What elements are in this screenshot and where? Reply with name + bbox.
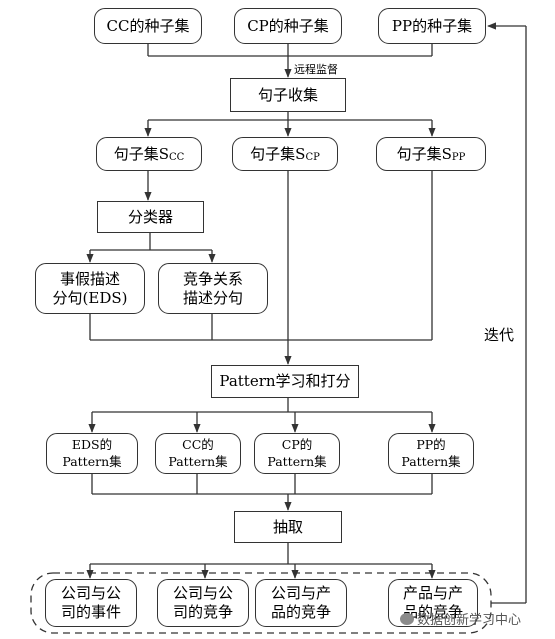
sentence-set-cc-sub: CC — [168, 151, 185, 163]
eds-pattern-set: EDS的 Pattern集 — [46, 433, 138, 474]
iteration-label: 迭代 — [484, 326, 515, 344]
cp-seed-set: CP的种子集 — [234, 8, 342, 44]
output-company-company-competition: 公司与公 司的竞争 — [157, 579, 249, 627]
sentence-set-cc-label: 句子集S — [113, 144, 169, 163]
remote-supervision-label: 远程监督 — [294, 63, 338, 76]
pattern-learning-scoring: Pattern学习和打分 — [211, 365, 359, 398]
sentence-set-cp-sub: CP — [305, 151, 320, 163]
pp-seed-set: PP的种子集 — [378, 8, 486, 44]
watermark: 数据创新学习中心 — [400, 609, 521, 628]
sentence-set-pp-label: 句子集S — [396, 144, 452, 163]
wechat-logo-icon — [400, 613, 414, 625]
competition-sentence-box: 竞争关系 描述分句 — [158, 263, 268, 314]
sentence-collection: 句子收集 — [230, 78, 346, 112]
output-company-company-event: 公司与公 司的事件 — [45, 579, 137, 627]
cc-pattern-set: CC的 Pattern集 — [155, 433, 241, 474]
sentence-set-cp-label: 句子集S — [250, 144, 306, 163]
output-company-product-competition: 公司与产 品的竞争 — [255, 579, 347, 627]
cp-pattern-set: CP的 Pattern集 — [254, 433, 340, 474]
classifier: 分类器 — [97, 201, 204, 233]
cc-seed-set: CC的种子集 — [94, 8, 202, 44]
eds-sentence-box: 事假描述 分句(EDS) — [35, 263, 145, 314]
watermark-text: 数据创新学习中心 — [417, 613, 522, 628]
sentence-set-pp-sub: PP — [451, 151, 466, 163]
pp-pattern-set: PP的 Pattern集 — [388, 433, 474, 474]
extraction: 抽取 — [234, 511, 342, 543]
